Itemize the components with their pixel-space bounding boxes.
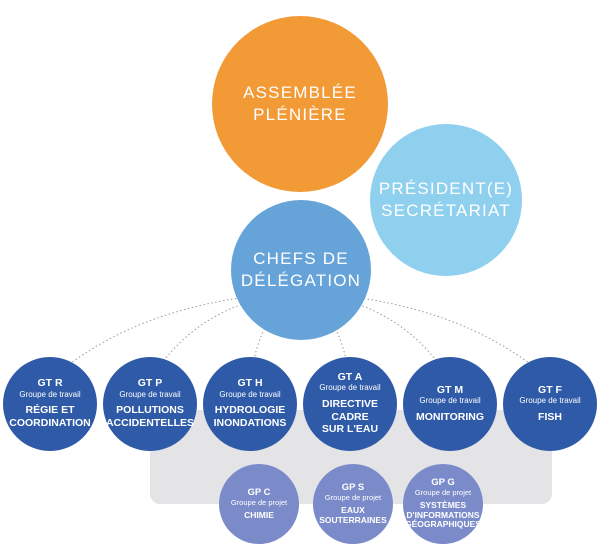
group-type: Groupe de projet bbox=[414, 488, 472, 498]
delegation-label: CHEFS DE DÉLÉGATION bbox=[240, 249, 362, 290]
working-group-gt-r: GT R Groupe de travail RÉGIE ET COORDINA… bbox=[3, 357, 97, 451]
group-name: EAUX SOUTERRAINES bbox=[319, 504, 387, 525]
assembly-label: ASSEMBLÉE PLÉNIÈRE bbox=[243, 83, 357, 124]
working-group-gt-h: GT H Groupe de travail HYDROLOGIE INONDA… bbox=[203, 357, 297, 451]
working-group-gt-p: GT P Groupe de travail POLLUTIONS ACCIDE… bbox=[103, 357, 197, 451]
group-code: GT F bbox=[538, 383, 562, 396]
working-group-gt-f: GT F Groupe de travail FISH bbox=[503, 357, 597, 451]
president-label: PRÉSIDENT(E) SECRÉTARIAT bbox=[378, 179, 514, 220]
group-code: GP G bbox=[431, 476, 455, 488]
group-code: GP C bbox=[247, 486, 271, 498]
group-code: GT P bbox=[137, 377, 163, 390]
working-group-gt-m: GT M Groupe de travail MONITORING bbox=[403, 357, 497, 451]
connector-gt-p bbox=[149, 291, 301, 381]
connector-gt-f bbox=[299, 291, 551, 381]
group-type: Groupe de projet bbox=[230, 497, 288, 507]
delegation-circle: CHEFS DE DÉLÉGATION bbox=[231, 200, 371, 340]
group-name: FISH bbox=[538, 410, 562, 423]
group-name: SYSTÈMES D'INFORMATIONS GÉOGRAPHIQUES bbox=[404, 499, 482, 530]
group-name: POLLUTIONS ACCIDENTELLES bbox=[105, 404, 195, 429]
group-type: Groupe de travail bbox=[519, 396, 581, 406]
group-type: Groupe de projet bbox=[324, 493, 382, 503]
group-name: HYDROLOGIE INONDATIONS bbox=[213, 404, 287, 429]
group-type: Groupe de travail bbox=[219, 389, 281, 399]
project-group-gp-c: GP C Groupe de projet CHIMIE bbox=[219, 464, 299, 544]
group-type: Groupe de travail bbox=[119, 389, 181, 399]
project-group-gp-s: GP S Groupe de projet EAUX SOUTERRAINES bbox=[313, 464, 393, 544]
group-code: GT H bbox=[237, 377, 263, 390]
group-code: GT M bbox=[436, 383, 464, 396]
group-name: RÉGIE ET COORDINATION bbox=[9, 404, 91, 429]
group-name: MONITORING bbox=[415, 410, 485, 423]
group-name: DIRECTIVE CADRE SUR L'EAU bbox=[321, 397, 379, 436]
group-code: GP S bbox=[341, 481, 365, 493]
project-group-gp-g: GP G Groupe de projet SYSTÈMES D'INFORMA… bbox=[403, 464, 483, 544]
president-circle: PRÉSIDENT(E) SECRÉTARIAT bbox=[370, 124, 522, 276]
connector-gt-r bbox=[49, 291, 301, 381]
group-code: GT A bbox=[337, 370, 363, 383]
working-group-gt-a: GT A Groupe de travail DIRECTIVE CADRE S… bbox=[303, 357, 397, 451]
assembly-circle: ASSEMBLÉE PLÉNIÈRE bbox=[212, 16, 388, 192]
connector-gt-m bbox=[299, 291, 451, 381]
group-name: CHIMIE bbox=[244, 509, 274, 520]
group-type: Groupe de travail bbox=[419, 396, 481, 406]
group-type: Groupe de travail bbox=[19, 389, 81, 399]
group-code: GT R bbox=[37, 377, 63, 390]
group-type: Groupe de travail bbox=[319, 383, 381, 393]
